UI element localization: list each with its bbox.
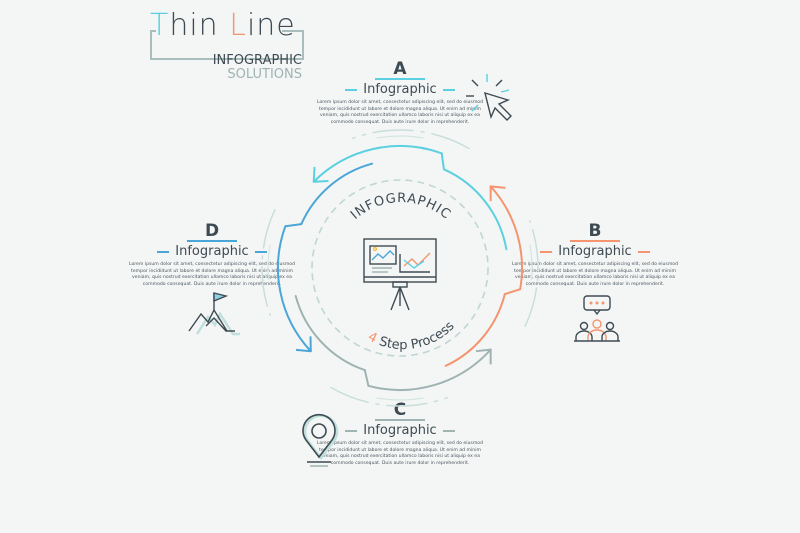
logo-frame [150, 30, 304, 60]
logo-subtitle-2: SOLUTIONS [227, 67, 302, 82]
step-a-arrow-arc [442, 168, 508, 251]
step-text: Lorem ipsum dolor sit amet, consectetur … [511, 262, 679, 287]
step-d: D Infographic Lorem ipsum dolor sit amet… [117, 222, 307, 288]
dash [540, 251, 553, 253]
step-c-arrow-step [363, 369, 370, 387]
logo-letter-t: T [150, 8, 170, 43]
step-text: Lorem ipsum dolor sit amet, consectetur … [316, 441, 484, 466]
dash [442, 430, 455, 432]
people-chat-icon [574, 295, 620, 342]
step-a-arrow-head [312, 166, 329, 183]
center-subtitle: 4 Step Process [365, 319, 457, 354]
dash [254, 251, 267, 253]
step-heading: Infographic [558, 244, 632, 259]
decorative-outer-arc [376, 135, 424, 139]
step-d-arrow-head [295, 336, 312, 353]
underline [187, 240, 237, 242]
step-a: A Infographic Lorem ipsum dolor sit amet… [305, 60, 495, 126]
step-letter: A [393, 59, 407, 79]
mountain-flag-icon [188, 292, 240, 336]
step-b-arrow-step [504, 288, 521, 296]
step-b: B Infographic Lorem ipsum dolor sit amet… [500, 222, 690, 288]
step-a-arrow-step [440, 153, 445, 170]
step-c-arrow-arc [294, 294, 366, 372]
map-pin-icon [302, 413, 339, 467]
cursor-click-icon [466, 74, 512, 121]
dash [637, 251, 650, 253]
step-c-arrow-arc-outer [367, 348, 492, 391]
logo-subtitle-1: INFOGRAPHIC [212, 53, 302, 68]
logo-text-hin: hin [169, 8, 230, 43]
step-text: Lorem ipsum dolor sit amet, consectetur … [316, 100, 484, 125]
step-letter: D [204, 221, 220, 241]
step-d-arrow-arc-outer [277, 225, 312, 353]
step-text: Lorem ipsum dolor sit amet, consectetur … [128, 262, 296, 287]
step-c-arrow-head [475, 348, 492, 365]
step-heading: Infographic [363, 82, 437, 97]
decorative-outer-arc [267, 244, 271, 281]
dash [345, 430, 358, 432]
dash [345, 89, 358, 91]
dash [157, 251, 170, 253]
logo-title: Thin Line [150, 8, 296, 43]
dash [442, 89, 455, 91]
decorative-outer-arc [330, 386, 448, 407]
step-a-arrow-arc-outer [312, 145, 443, 183]
inner-dashed-circle [311, 179, 489, 357]
decorative-outer-arc [352, 129, 470, 150]
decorative-outer-arc [529, 244, 533, 281]
step-b-arrow-arc [444, 293, 506, 367]
decorative-outer-arc [261, 208, 276, 316]
step-d-arrow-step [285, 223, 302, 228]
logo: Thin Line INFOGRAPHIC SOLUTIONS [150, 8, 304, 82]
center-title: INFOGRAPHIC [348, 191, 454, 223]
step-heading: Infographic [175, 244, 249, 259]
step-letter: B [588, 221, 602, 241]
step-d-arrow-arc [300, 162, 374, 226]
underline [570, 240, 620, 242]
step-heading: Infographic [363, 423, 437, 438]
logo-letter-l: L [229, 8, 247, 43]
step-b-arrow-arc-outer [489, 185, 523, 291]
presentation-board-icon [363, 238, 437, 311]
decorative-outer-arc [376, 397, 424, 401]
decorative-outer-arc [524, 220, 539, 328]
underline [375, 78, 425, 80]
underline [375, 419, 425, 421]
logo-text-ine: ine [246, 8, 296, 43]
step-b-arrow-head [489, 185, 506, 202]
